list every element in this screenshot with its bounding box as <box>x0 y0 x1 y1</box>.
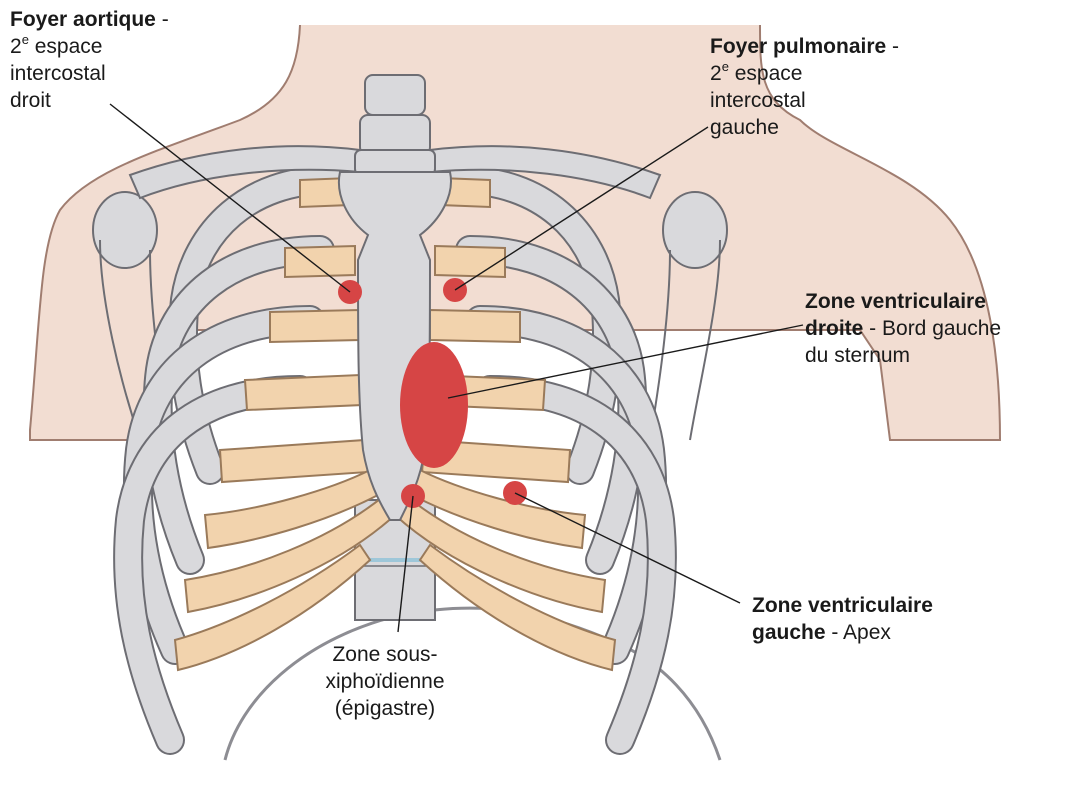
aortic-focus-title: Foyer aortique <box>10 8 156 31</box>
aortic-focus-ordinal: 2 <box>10 35 22 58</box>
pulmonary-focus-label: Foyer pulmonaire - 2e espace intercostal… <box>710 33 970 141</box>
right-ventricular-zone-line3: du sternum <box>805 342 1070 369</box>
aortic-focus-space-text: espace <box>29 35 103 58</box>
left-ventricular-zone-title1: Zone ventriculaire <box>752 594 933 617</box>
right-ventricular-zone-title2: droite <box>805 317 863 340</box>
right-ventricular-zone-title1: Zone ventriculaire <box>805 290 986 313</box>
right-ventricular-zone-label: Zone ventriculaire droite - Bord gauche … <box>805 288 1070 369</box>
cervical-vertebrae <box>355 75 435 175</box>
aortic-focus-ordinal-suffix: e <box>22 32 29 47</box>
right-ventricular-zone-marker <box>400 342 468 468</box>
pulmonary-focus-title: Foyer pulmonaire <box>710 35 886 58</box>
pulmonary-focus-line2: intercostal <box>710 87 970 114</box>
pulmonary-focus-separator: - <box>886 35 899 58</box>
aortic-focus-label: Foyer aortique - 2e espace intercostal d… <box>10 6 250 114</box>
left-ventricular-zone-label: Zone ventriculaire gauche - Apex <box>752 592 1012 646</box>
pulmonary-focus-line3: gauche <box>710 114 970 141</box>
left-ventricular-zone-rest: - Apex <box>826 621 891 644</box>
subxiphoid-zone-line1: Zone sous- <box>300 641 470 668</box>
subxiphoid-zone-label: Zone sous- xiphoïdienne (épigastre) <box>300 641 470 722</box>
aortic-focus-separator: - <box>156 8 169 31</box>
left-ventricular-zone-title2: gauche <box>752 621 826 644</box>
subxiphoid-zone-line3: (épigastre) <box>300 695 470 722</box>
right-ventricular-zone-rest: - Bord gauche <box>863 317 1001 340</box>
subxiphoid-zone-line2: xiphoïdienne <box>300 668 470 695</box>
aortic-focus-line3: droit <box>10 87 250 114</box>
pulmonary-focus-ordinal: 2 <box>710 62 722 85</box>
pulmonary-focus-ordinal-suffix: e <box>722 59 729 74</box>
aortic-focus-line2: intercostal <box>10 60 250 87</box>
pulmonary-focus-space-text: espace <box>729 62 803 85</box>
